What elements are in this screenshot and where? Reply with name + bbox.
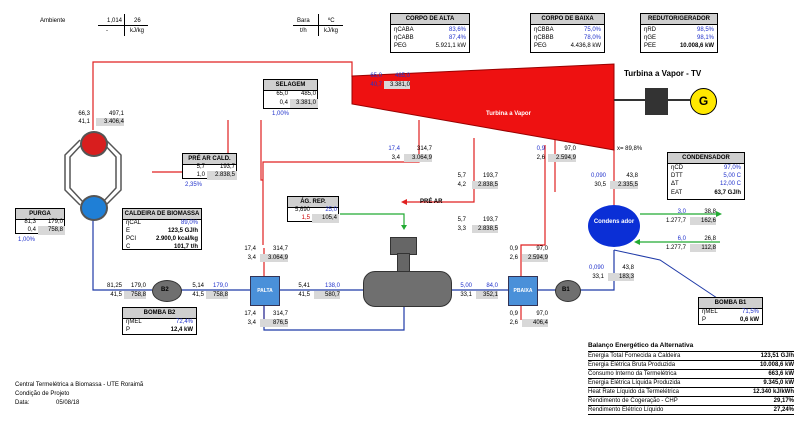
footer-date-label: Data:	[15, 400, 30, 406]
pre-ar-cald-box: PRÉ AR CALD. 5,7 193,7 1,0 2.838,5	[182, 153, 237, 180]
unit-degc: ºC	[328, 18, 335, 24]
heater-palta: PALTA	[250, 276, 280, 306]
balance-title: Balanço Energético da Alternativa	[588, 342, 694, 349]
ambient-label: Ambiente	[40, 18, 66, 24]
unit-bara: Bara	[297, 18, 310, 24]
heater-pbaixa: PBAIXA	[508, 276, 538, 306]
pump-b1	[555, 280, 581, 302]
agua-rep-box: ÁG. REP. 5,690 25,0 1,5 105,4	[287, 196, 339, 223]
steam-drum	[80, 131, 108, 157]
turbine-title: Turbina a Vapor - TV	[624, 69, 702, 78]
pump-b2-label: B2	[161, 287, 169, 293]
generator-icon: G	[690, 88, 717, 115]
water-drum	[80, 195, 108, 221]
gearbox	[645, 88, 668, 115]
ambient-u1: -	[106, 28, 108, 34]
unit-th: t/h	[300, 28, 307, 34]
purga-box: PURGA 81,3 179,0 0,4 758,8	[15, 208, 65, 235]
ambient-t: 26	[134, 18, 141, 24]
turbine-label: Turbina a Vapor	[486, 111, 531, 117]
ambient-p: 1,014	[106, 18, 122, 24]
unit-kjkg: kJ/kg	[324, 28, 339, 34]
footer-plant: Central Termelétrica a Biomassa - UTE Ro…	[15, 382, 144, 388]
condenser: Condens ador	[588, 205, 640, 247]
ambient-u2: kJ/kg	[130, 28, 145, 34]
selagem-box: SELAGEM 65,0 485,0 0,4 3.381,0	[263, 79, 318, 109]
footer-condition: Condição de Projeto	[15, 391, 70, 397]
pump-b1-label: B1	[562, 287, 570, 293]
corpo-alta-title: CORPO DE ALTA	[391, 14, 469, 25]
pump-b2	[152, 280, 182, 302]
deaerator-tank	[363, 271, 452, 307]
deaerator-neck	[397, 253, 410, 273]
footer-date: 05/08/18	[56, 400, 80, 406]
